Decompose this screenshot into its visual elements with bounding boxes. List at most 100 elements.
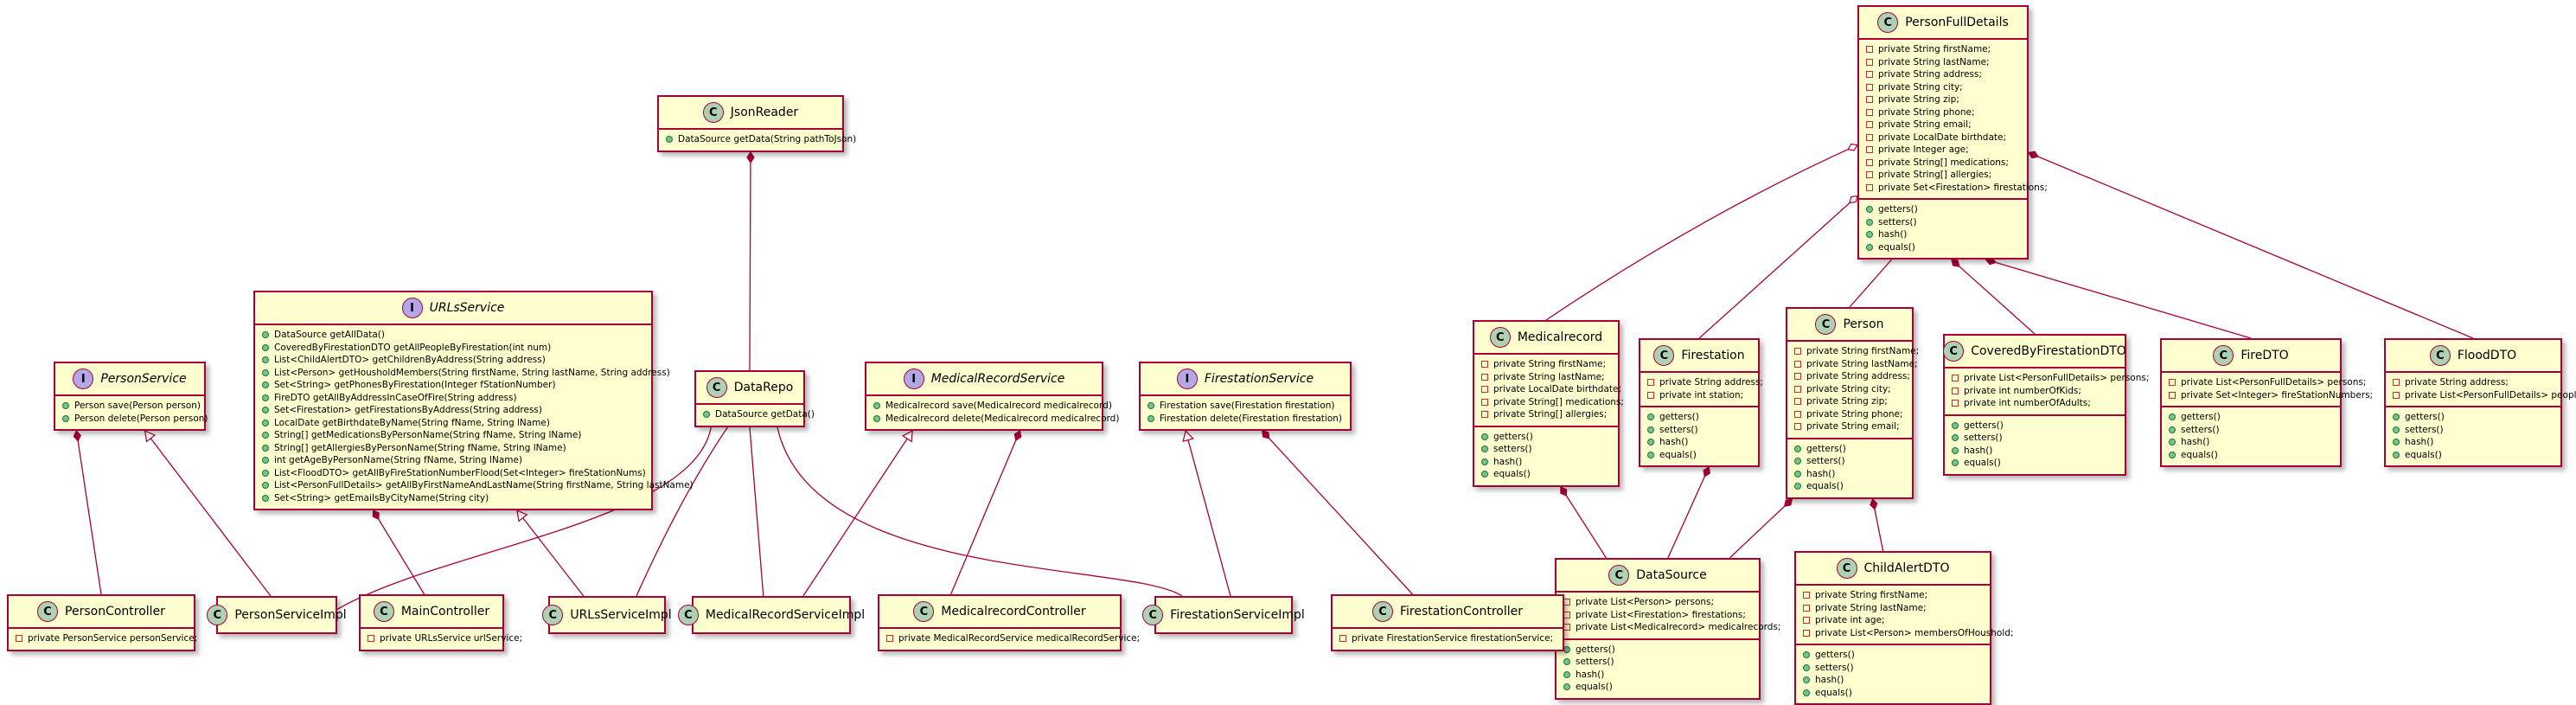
interface-badge-icon: I bbox=[903, 369, 924, 389]
method-text: getters() bbox=[2181, 412, 2221, 422]
methods-section: Person save(Person person) Person delete(… bbox=[55, 396, 208, 429]
class-name: MedicalRecordServiceImpl bbox=[705, 608, 866, 622]
method-text: setters() bbox=[1964, 433, 2003, 443]
field-row: private PersonService personService; bbox=[16, 632, 197, 645]
method-text: hash() bbox=[2181, 437, 2210, 447]
field-row: private String zip; bbox=[1794, 395, 1905, 408]
method-text: hash() bbox=[2405, 437, 2434, 447]
aggregation-diamond-icon bbox=[1849, 195, 1858, 204]
method-text: Person delete(Person person) bbox=[74, 413, 208, 424]
field-row: private List<Person> persons; bbox=[1563, 596, 1752, 609]
method-text: Person save(Person person) bbox=[74, 401, 201, 411]
method-text: equals() bbox=[2181, 449, 2218, 460]
private-visibility-icon bbox=[1952, 400, 1959, 407]
public-visibility-icon bbox=[62, 414, 69, 422]
field-text: private String firstName; bbox=[1878, 44, 1991, 54]
field-text: private List<Firestation> firestations; bbox=[1576, 609, 1746, 620]
field-row: private List<Medicalrecord> medicalrecor… bbox=[1563, 621, 1780, 634]
field-text: private String phone; bbox=[1878, 106, 1975, 118]
class-name: URLsService bbox=[429, 301, 505, 315]
class-name: FirestationServiceImpl bbox=[1170, 608, 1305, 622]
public-visibility-icon bbox=[1647, 413, 1654, 421]
aggregation-diamond-icon bbox=[1847, 143, 1858, 151]
class-badge-icon: C bbox=[706, 377, 727, 398]
field-row: private int age; bbox=[1803, 614, 1983, 627]
method-row: Person save(Person person) bbox=[62, 400, 201, 413]
method-text: DataSource getAllData() bbox=[274, 330, 385, 340]
private-visibility-icon bbox=[1866, 108, 1873, 116]
private-visibility-icon bbox=[1952, 375, 1959, 382]
public-visibility-icon bbox=[1866, 218, 1873, 226]
public-visibility-icon bbox=[1563, 658, 1570, 666]
class-name: FireDTO bbox=[2240, 349, 2289, 362]
public-visibility-icon bbox=[262, 419, 269, 426]
composition-edge bbox=[75, 430, 102, 595]
field-text: private List<Medicalrecord> medicalrecor… bbox=[1576, 622, 1781, 632]
field-text: private String firstName; bbox=[1493, 359, 1607, 369]
method-text: Set<String> getEmailsByCityName(String c… bbox=[274, 492, 489, 503]
field-text: private String lastName; bbox=[1806, 358, 1918, 369]
method-row: hash() bbox=[1481, 456, 1611, 469]
methods-section: DataSource getAllData()CoveredByFirestat… bbox=[255, 325, 694, 509]
method-row: setters() bbox=[1952, 432, 2118, 445]
private-visibility-icon bbox=[1866, 96, 1873, 104]
private-visibility-icon bbox=[1481, 386, 1488, 394]
class-badge-icon: C bbox=[37, 601, 59, 622]
private-visibility-icon bbox=[1647, 391, 1654, 399]
public-visibility-icon bbox=[262, 356, 269, 364]
private-visibility-icon bbox=[2169, 379, 2176, 387]
composition-edge bbox=[1729, 498, 1793, 559]
private-visibility-icon bbox=[1563, 624, 1570, 631]
field-text: private int numberOfAdults; bbox=[1964, 398, 2091, 408]
private-visibility-icon bbox=[368, 635, 374, 643]
method-row: setters() bbox=[1481, 443, 1611, 456]
private-visibility-icon bbox=[1481, 411, 1488, 419]
method-text: List<PersonFullDetails> getAllByFirstNam… bbox=[274, 480, 694, 490]
method-row: hash() bbox=[1563, 669, 1752, 682]
private-visibility-icon bbox=[1866, 71, 1873, 79]
aggregation-edge bbox=[1545, 144, 1858, 321]
field-text: private Set<Firestation> firestations; bbox=[1878, 182, 2048, 193]
private-visibility-icon bbox=[1866, 133, 1873, 141]
method-row: getters() bbox=[1794, 443, 1905, 456]
private-visibility-icon bbox=[1866, 183, 1873, 191]
method-row: DataSource getData() bbox=[703, 408, 815, 421]
method-text: setters() bbox=[1878, 216, 1917, 228]
public-visibility-icon bbox=[873, 402, 880, 410]
field-row: private int station; bbox=[1647, 389, 1751, 402]
public-visibility-icon bbox=[262, 369, 269, 376]
methods-section: getters()setters()hash()equals() bbox=[1556, 638, 1759, 698]
public-visibility-icon bbox=[1481, 458, 1488, 465]
method-row: getters() bbox=[2169, 411, 2333, 424]
class-badge-icon: C bbox=[1489, 327, 1511, 348]
field-row: private String lastName; bbox=[1481, 371, 1611, 384]
public-visibility-icon bbox=[1481, 433, 1488, 440]
